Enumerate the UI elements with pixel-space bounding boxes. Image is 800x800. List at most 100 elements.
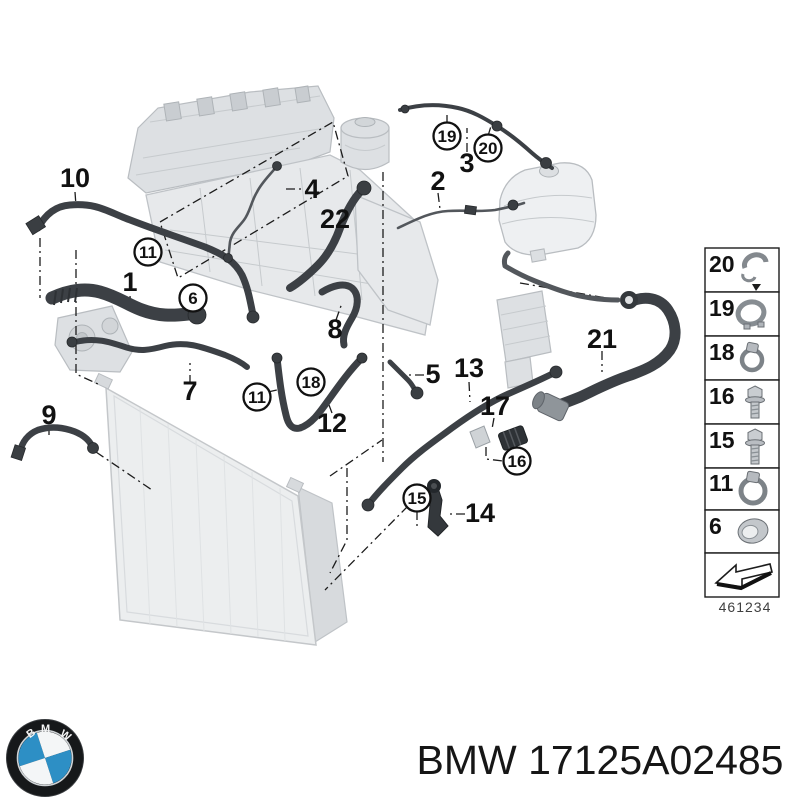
bmw-logo-quadrant-blue	[18, 732, 45, 767]
hose-12-cuff	[356, 352, 368, 364]
legend-num-19: 19	[709, 295, 735, 321]
hose-21	[550, 292, 681, 412]
hose-2-connector	[507, 199, 519, 211]
circled-callout-11a: 11	[133, 237, 163, 267]
legend-cell-20	[704, 247, 780, 293]
circled-callouts: 11 6 19 20 11 18 16 15	[133, 121, 532, 513]
legend-icon-hex-flange-bolt	[745, 385, 765, 419]
tank-outlet-pipe	[501, 250, 621, 303]
svg-text:11: 11	[139, 243, 157, 262]
circled-callout-15: 15	[402, 483, 432, 513]
callout-14: 14	[465, 498, 495, 528]
callout-1: 1	[122, 267, 137, 297]
radiator-bracket	[93, 372, 114, 390]
hose-13-cuff	[361, 498, 375, 512]
hose-22	[286, 186, 366, 292]
callout-17: 17	[480, 391, 510, 421]
hose-9-fitting	[10, 444, 27, 462]
callout-7: 7	[182, 376, 197, 406]
hose-3	[398, 103, 554, 170]
legend-num-16: 16	[709, 383, 735, 409]
drawing-number: 461234	[719, 599, 772, 615]
footer: B M W BMW 17125A02485	[6, 719, 784, 797]
svg-text:20: 20	[479, 139, 498, 158]
hose-13-fitting	[549, 365, 563, 379]
pipe-4	[226, 164, 279, 260]
pipe-4-fitting	[272, 161, 282, 171]
circled-callout-16: 16	[502, 446, 532, 476]
round-reservoir	[340, 117, 390, 171]
circled-callout-18: 18	[296, 367, 326, 397]
hose-9-fitting	[87, 442, 99, 454]
legend-num-18: 18	[709, 339, 735, 365]
part-14-bracket	[426, 479, 449, 537]
hose-5	[387, 359, 419, 395]
hose-3-clamp	[491, 120, 503, 132]
hose-7-fitting	[66, 336, 78, 348]
hose-1-corrugation	[53, 287, 78, 306]
callout-5: 5	[425, 359, 440, 389]
hose-22-cuff	[356, 180, 372, 196]
hose-8	[318, 281, 361, 349]
callout-2: 2	[430, 166, 445, 196]
heat-exchanger	[496, 290, 552, 389]
svg-text:19: 19	[438, 127, 457, 146]
svg-text:11: 11	[248, 388, 266, 407]
hose-12-cuff	[271, 352, 283, 364]
legend-cell-16	[704, 379, 780, 425]
engine-right-cover	[354, 194, 439, 326]
hose-10-end-fitting	[246, 310, 260, 324]
hose-5-fitting	[410, 386, 424, 400]
hose-3-elbow	[540, 157, 552, 169]
part-17-bracket	[469, 425, 491, 449]
legend-icon-direction-arrow	[714, 563, 773, 591]
hose-10	[34, 201, 257, 319]
hoses	[10, 103, 681, 537]
legend-icon-hex-flange-bolt-long	[745, 428, 765, 465]
hose-2-sensor	[464, 204, 477, 216]
part-number-text: BMW 17125A02485	[417, 737, 784, 783]
svg-text:15: 15	[408, 489, 427, 508]
legend-icon-screw-hose-clamp	[739, 341, 765, 373]
radiator-bracket	[285, 476, 305, 494]
hose-12	[273, 354, 366, 432]
legend-table: 20 19 18 16 15 11 6	[704, 247, 780, 615]
svg-text:6: 6	[188, 289, 197, 308]
callout-12: 12	[317, 408, 347, 438]
legend-num-11: 11	[709, 470, 734, 496]
callout-4: 4	[304, 174, 319, 204]
legend-icon-screw-hose-clamp-large	[738, 470, 768, 506]
hose-1	[45, 283, 195, 322]
legend-cell-15	[704, 423, 780, 469]
callout-labels: 10 1 4 22 2 3 8 7 9 12 5 13 17 14 21	[41, 148, 617, 528]
bmw-logo-quadrant-blue	[45, 749, 72, 784]
legend-num-20: 20	[709, 251, 735, 277]
hose-21-cuff-opening	[625, 296, 633, 304]
circled-callout-11b: 11	[242, 382, 272, 412]
callout-21: 21	[587, 324, 617, 354]
legend-cell-19	[704, 291, 780, 337]
ignition-coils	[163, 85, 311, 122]
bmw-logo: B M W	[6, 719, 84, 797]
hose-13	[364, 368, 560, 509]
legend-icon-connector-sleeve	[737, 518, 769, 544]
legend-icon-profile-ring-clamp	[735, 299, 767, 330]
hose-9	[16, 424, 96, 456]
radiator	[93, 372, 348, 646]
bmw-logo-quadrant-white	[36, 731, 71, 758]
bmw-logo-letter-m: M	[41, 723, 50, 735]
pipe-4-fitting	[223, 253, 233, 263]
callout-3: 3	[459, 148, 474, 178]
legend-num-6: 6	[709, 513, 722, 539]
svg-text:16: 16	[508, 452, 527, 471]
bmw-logo-quadrant-white	[19, 758, 54, 785]
legend-icon-spring-band-clamp	[741, 252, 769, 291]
engine-assembly	[54, 85, 597, 646]
circled-callout-6: 6	[178, 283, 208, 313]
callout-8: 8	[327, 314, 342, 344]
hose-7	[72, 336, 250, 370]
callout-9: 9	[41, 400, 56, 430]
callout-10: 10	[60, 163, 90, 193]
